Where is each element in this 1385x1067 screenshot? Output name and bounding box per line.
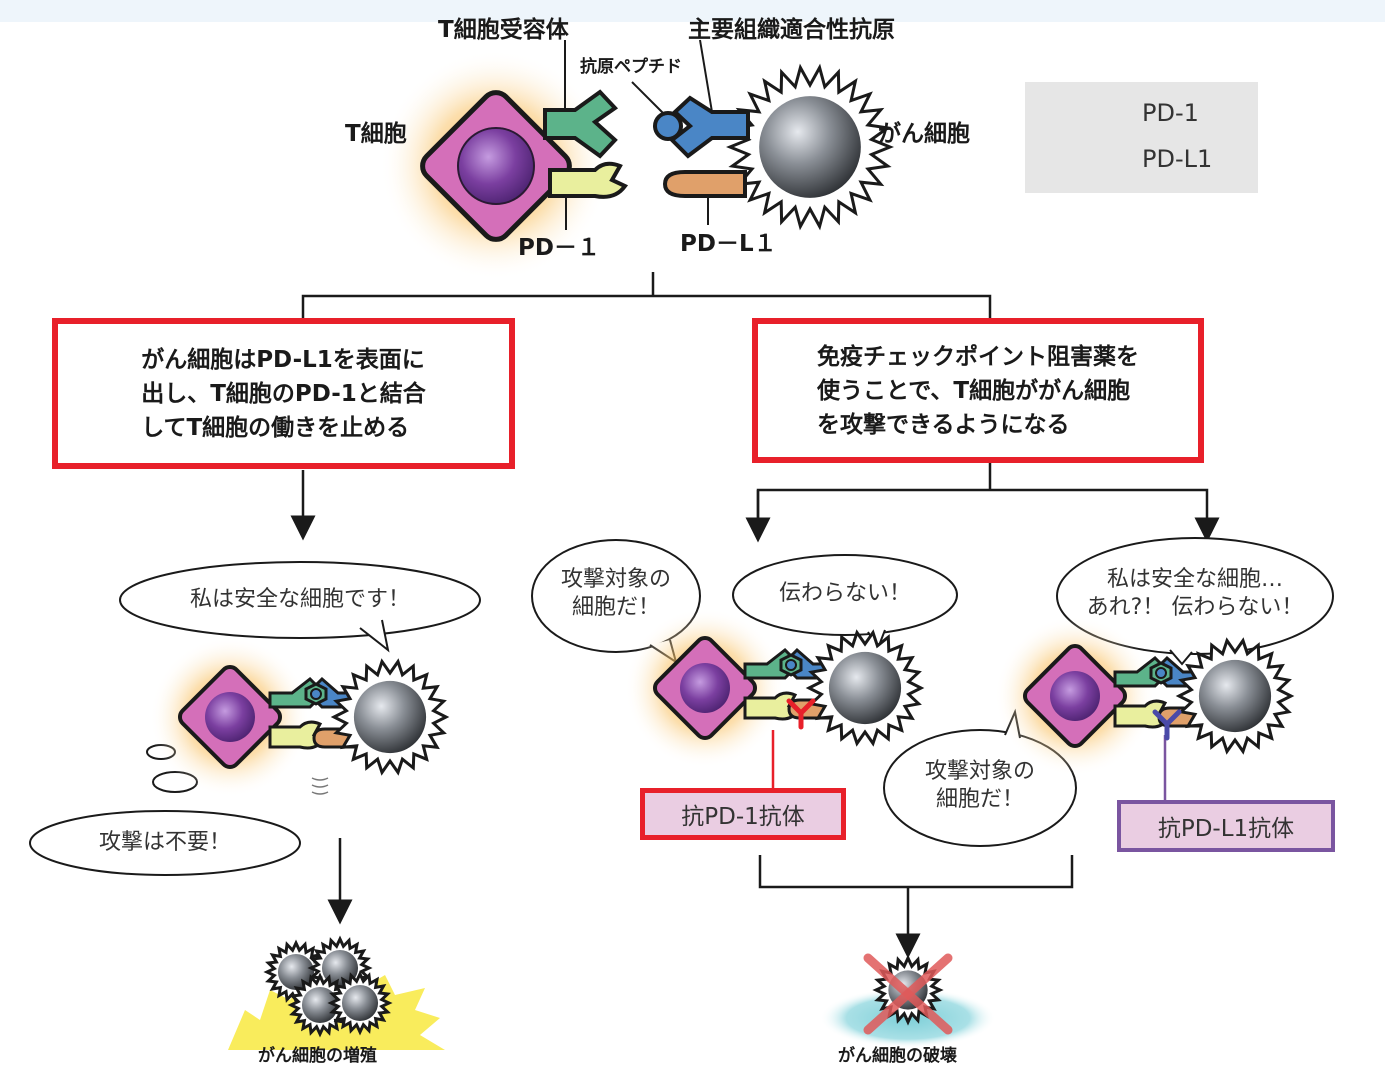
- label-pdl1: PD－L１: [680, 231, 777, 257]
- bubble-safe-cell-shape: [119, 561, 481, 639]
- bubble-no-attack-shape: [29, 810, 301, 876]
- outcome-destruction-label: がん細胞の破壊: [838, 1046, 957, 1066]
- outcome-destruction-figure: [820, 953, 996, 1048]
- bubble-safe-question-text: 私は安全な細胞… あれ?！ 伝わらない！: [1086, 567, 1304, 620]
- outcome-proliferation-label: がん細胞の増殖: [258, 1046, 377, 1066]
- top-band: [0, 0, 1385, 22]
- pd1-shape: [548, 161, 629, 199]
- t-cell-receptor-shape: [543, 89, 619, 159]
- label-t-cell: T細胞: [345, 121, 407, 147]
- bubble-not-conveyed-shape: [732, 554, 958, 636]
- left-explanation-text: がん細胞はPD-L1を表面に 出し、T細胞のPD-1と結合 してT細胞の働きを止…: [141, 346, 426, 441]
- label-cancer-cell: がん細胞: [878, 121, 970, 147]
- cancer-cell-large-body: [726, 63, 894, 231]
- bubble-not-conveyed-text: 伝わらない！: [778, 581, 911, 606]
- antigen-peptide-shape: [653, 111, 683, 141]
- right-explanation-box: 免疫チェックポイント阻害薬を 使うことで、T細胞ががん細胞 を攻撃できるようにな…: [752, 318, 1204, 463]
- complex-suppressed: [150, 637, 450, 797]
- complex-anti-pdl1-antibody: [1152, 709, 1182, 741]
- outcome-proliferation-figure: [228, 935, 445, 1050]
- complex-suppressed-cancer: [330, 658, 450, 776]
- label-antigen-peptide: 抗原ペプチド: [580, 57, 682, 77]
- bubble-target-a-text: 攻撃対象の 細胞だ！: [560, 567, 671, 620]
- complex-anti-pd1-antibody: [786, 698, 816, 730]
- destroy-x-stroke-2: [863, 953, 953, 1035]
- label-mhc: 主要組織適合性抗原: [688, 17, 895, 43]
- cell-complexes: [150, 608, 1295, 797]
- label-pd1: PD－１: [518, 235, 600, 261]
- left-explanation-box: がん細胞はPD-L1を表面に 出し、T細胞のPD-1と結合 してT細胞の働きを止…: [52, 318, 515, 469]
- bubble-target-b-text: 攻撃対象の 細胞だ！: [924, 759, 1035, 812]
- right-explanation-text: 免疫チェックポイント阻害薬を 使うことで、T細胞ががん細胞 を攻撃できるようにな…: [817, 343, 1139, 438]
- cancer-cell-large: [726, 63, 894, 231]
- proliferating-cell-3: [287, 972, 353, 1038]
- anti-pd1-label: 抗PD-1抗体: [640, 788, 846, 840]
- bubble-no-attack-text: 攻撃は不要！: [98, 830, 231, 855]
- pdl1-shape: [662, 170, 747, 198]
- complex-anti-pd1-cancer: [805, 629, 925, 747]
- bubble-safe-cell-text: 私は安全な細胞です！: [189, 587, 410, 612]
- anti-pdl1-label: 抗PD-L1抗体: [1117, 800, 1335, 852]
- bubbles: [29, 537, 1334, 876]
- label-t-cell-receptor: T細胞受容体: [438, 17, 569, 43]
- proliferating-cell-4: [327, 970, 393, 1036]
- connectors: [290, 272, 1220, 959]
- complex-anti-pdl1-cancer: [1175, 637, 1295, 755]
- t-cell-nucleus: [457, 127, 535, 205]
- complex-anti-pd1: [625, 608, 925, 768]
- legend: PD-1 PD-L1: [1025, 82, 1258, 193]
- top-figure: [380, 39, 894, 280]
- complex-anti-pdl1: [995, 616, 1295, 776]
- legend-pdl1-label: PD-L1: [1142, 145, 1213, 173]
- legend-pd1-label: PD-1: [1142, 99, 1199, 127]
- bubble-safe-question-shape: [1056, 537, 1334, 655]
